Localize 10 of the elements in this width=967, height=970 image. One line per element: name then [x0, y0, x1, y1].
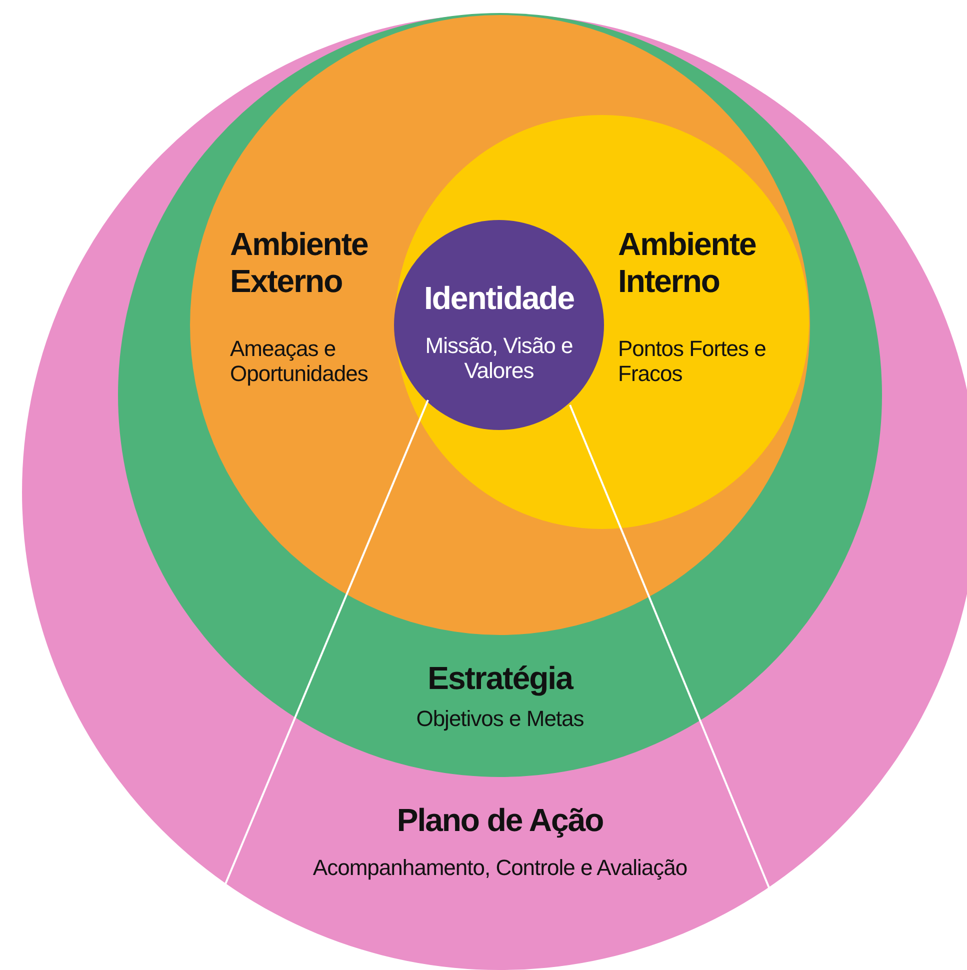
description: Acompanhamento, Controle e Avaliação — [312, 855, 688, 880]
heading: Estratégia — [426, 660, 574, 697]
description: Objetivos e Metas — [415, 706, 585, 732]
description: Ameaças e Oportunidades — [230, 336, 369, 387]
heading: Ambiente Externo — [230, 226, 369, 300]
description: Pontos Fortes e Fracos — [618, 336, 767, 387]
heading: Plano de Ação — [396, 802, 604, 839]
heading: Identidade — [422, 280, 575, 317]
description: Missão, Visão e Valores — [424, 333, 574, 384]
heading: Ambiente Interno — [618, 226, 757, 300]
